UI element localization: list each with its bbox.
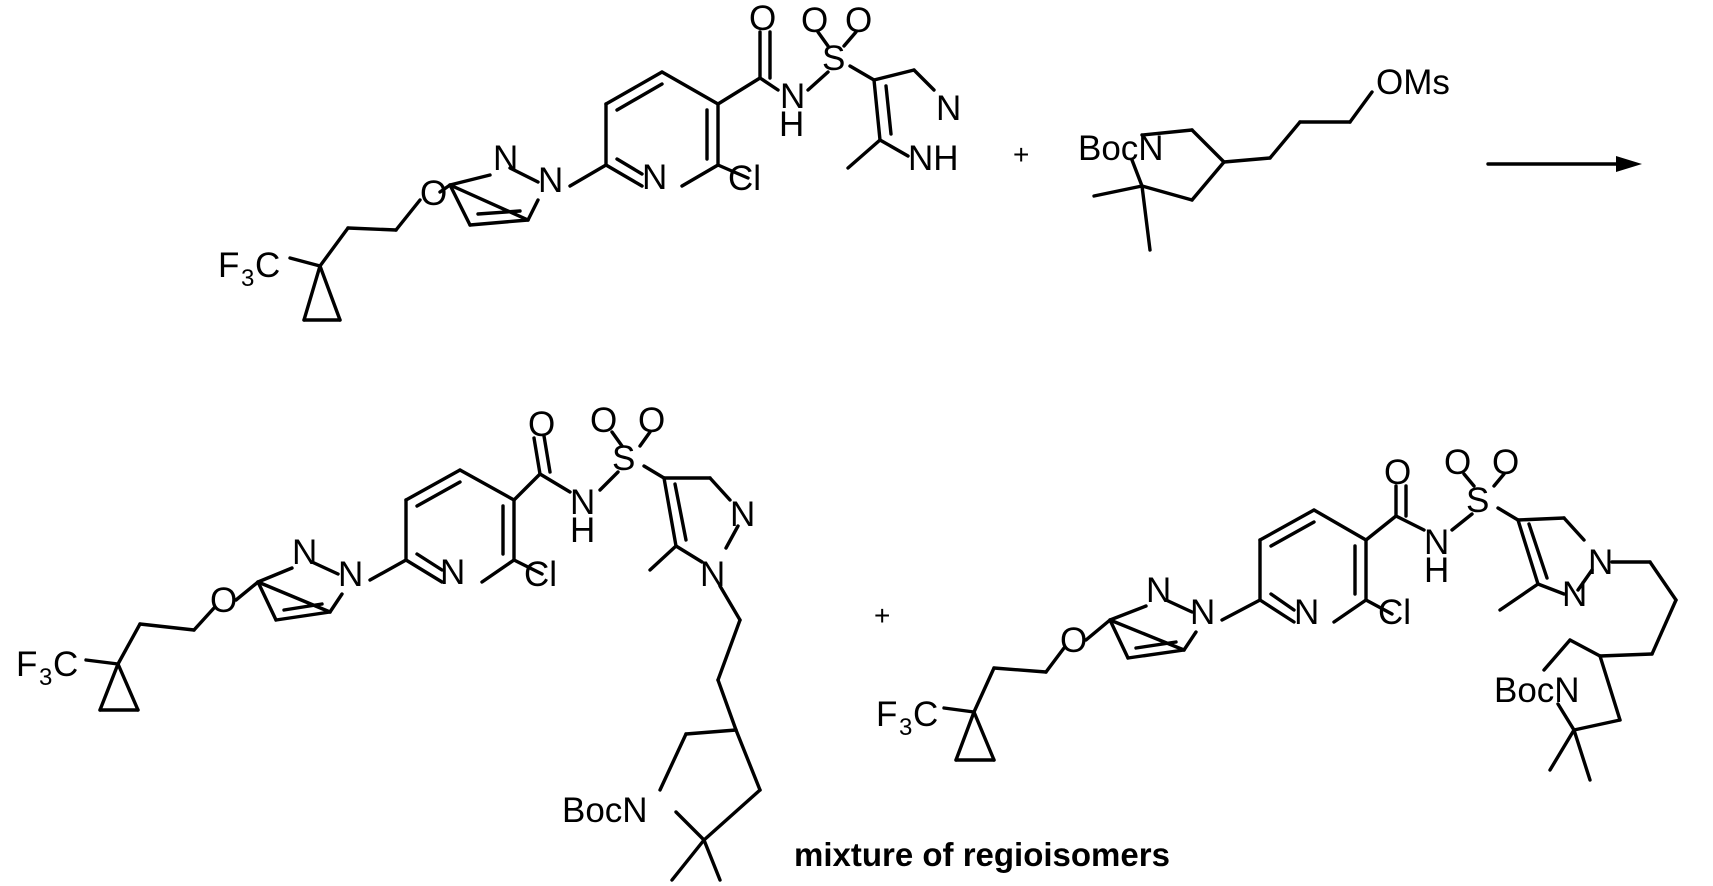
pyrazole-nitrogen: N bbox=[538, 161, 563, 200]
trifluoromethyl-carbon: C bbox=[53, 645, 78, 684]
trifluoromethyl-subscript: 3 bbox=[39, 664, 52, 691]
carbonyl-oxygen: O bbox=[1384, 453, 1411, 492]
chloro-substituent: Cl bbox=[728, 159, 761, 198]
mesylate-group: OMs bbox=[1376, 63, 1450, 102]
sulfonyl-oxygen: O bbox=[801, 1, 828, 40]
pyrazole-n-alkyl: N bbox=[700, 555, 725, 594]
reactant-mesylate: OMs BocN bbox=[1078, 63, 1450, 250]
pyrazole-nitrogen: N bbox=[1190, 593, 1215, 632]
product-regioisomer-1: O N H S O O N N N Cl N N O F 3 C BocN bbox=[16, 401, 760, 880]
boc-nitrogen: BocN bbox=[1078, 129, 1164, 168]
pyrazole-nitrogen: N bbox=[936, 89, 961, 128]
pyrazole-n-alkyl: N bbox=[1588, 543, 1613, 582]
amide-hydrogen: H bbox=[779, 105, 804, 144]
caption-regioisomers: mixture of regioisomers bbox=[794, 836, 1170, 873]
trifluoromethyl-carbon: C bbox=[913, 695, 938, 734]
carbonyl-oxygen: O bbox=[749, 0, 776, 38]
sulfur-atom: S bbox=[1466, 481, 1489, 520]
carbonyl-oxygen: O bbox=[528, 405, 555, 444]
trifluoromethyl-fluorine: F bbox=[218, 246, 239, 285]
trifluoromethyl-fluorine: F bbox=[876, 695, 897, 734]
pyrazole-nitrogen: N bbox=[493, 139, 518, 178]
plus-sign: + bbox=[1013, 139, 1029, 170]
pyrazole-nitrogen: N bbox=[1146, 571, 1171, 610]
pyrazole-nh: NH bbox=[908, 139, 959, 178]
amide-hydrogen: H bbox=[570, 511, 595, 550]
reactant-sulfonamide: O N H S O O N NH N Cl N N O F 3 C bbox=[218, 0, 961, 320]
pyridine-nitrogen: N bbox=[642, 158, 667, 197]
plus-sign: + bbox=[874, 600, 890, 631]
reaction-arrow bbox=[1488, 156, 1642, 172]
boc-nitrogen: BocN bbox=[1494, 671, 1580, 710]
ether-oxygen: O bbox=[210, 581, 237, 620]
ether-oxygen: O bbox=[420, 174, 447, 213]
trifluoromethyl-subscript: 3 bbox=[241, 265, 254, 292]
boc-nitrogen: BocN bbox=[562, 791, 648, 830]
trifluoromethyl-subscript: 3 bbox=[899, 714, 912, 741]
trifluoromethyl-carbon: C bbox=[255, 246, 280, 285]
sulfonyl-oxygen: O bbox=[845, 1, 872, 40]
trifluoromethyl-fluorine: F bbox=[16, 645, 37, 684]
sulfur-atom: S bbox=[822, 39, 845, 78]
pyrazole-nitrogen: N bbox=[338, 555, 363, 594]
chloro-substituent: Cl bbox=[1378, 593, 1411, 632]
pyrazole-nitrogen: N bbox=[1562, 575, 1587, 614]
pyridine-nitrogen: N bbox=[440, 553, 465, 592]
sulfonyl-oxygen: O bbox=[1444, 443, 1471, 482]
product-regioisomer-2: O N H S O O N N N Cl N N O F 3 C BocN bbox=[876, 443, 1676, 780]
sulfonyl-oxygen: O bbox=[1492, 443, 1519, 482]
pyrazole-nitrogen: N bbox=[730, 495, 755, 534]
ether-oxygen: O bbox=[1060, 621, 1087, 660]
amide-hydrogen: H bbox=[1424, 551, 1449, 590]
chloro-substituent: Cl bbox=[524, 555, 557, 594]
pyridine-nitrogen: N bbox=[1294, 593, 1319, 632]
sulfonyl-oxygen: O bbox=[638, 401, 665, 440]
sulfonyl-oxygen: O bbox=[590, 401, 617, 440]
sulfur-atom: S bbox=[612, 439, 635, 478]
pyrazole-nitrogen: N bbox=[292, 533, 317, 572]
